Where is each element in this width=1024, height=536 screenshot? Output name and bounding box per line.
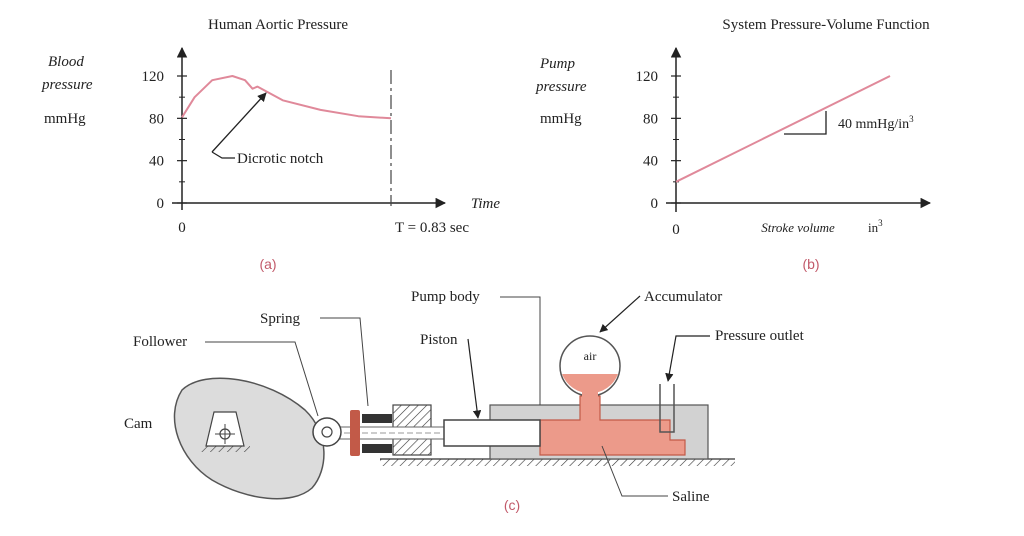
panel-b-ylabel-unit: mmHg — [540, 111, 582, 127]
panel-a-ylabel-2: pressure — [41, 77, 93, 93]
panel-b-x-unit: in3 — [868, 218, 883, 235]
panel-a-ylabel-unit: mmHg — [44, 111, 86, 127]
y-tick-label: 120 — [142, 69, 165, 85]
y-tick-label: 120 — [636, 69, 659, 85]
pressure-volume-line — [675, 75, 891, 183]
accumulator-leader — [599, 295, 641, 333]
spring-coils-top — [362, 414, 392, 423]
y-tick-label: 0 — [651, 196, 659, 212]
slope-triangle — [784, 111, 827, 135]
follower — [312, 417, 342, 447]
cam — [173, 377, 325, 500]
spring-leader — [320, 317, 369, 407]
pressure-outlet-leader — [665, 335, 710, 382]
saline-leader — [601, 445, 668, 497]
cam-label: Cam — [124, 416, 153, 432]
cam-mount-hatch — [200, 446, 250, 452]
panel-c: air Pump body A — [124, 289, 805, 513]
pump-body-label: Pump body — [411, 289, 480, 305]
air-label: air — [584, 349, 597, 363]
y-tick-label: 80 — [149, 111, 164, 127]
y-tick-label: 40 — [643, 154, 658, 170]
panel-b-ylabel-1: Pump — [539, 56, 575, 72]
dicrotic-notch-arrow — [211, 92, 267, 153]
follower-label: Follower — [133, 334, 187, 350]
panel-b-x-label: Stroke volume — [761, 220, 835, 235]
slope-label: 40 mmHg/in3 — [838, 114, 914, 132]
y-tick-label: 80 — [643, 111, 658, 127]
accumulator-label: Accumulator — [644, 289, 722, 305]
panel-a-x-label: Time — [471, 196, 501, 212]
y-tick-label: 0 — [157, 196, 165, 212]
y-tick-label: 40 — [149, 154, 164, 170]
panel-a-ylabel-1: Blood — [48, 54, 84, 70]
accumulator-neck — [582, 392, 598, 406]
panel-b: System Pressure-Volume Function Pump pre… — [535, 17, 932, 272]
panel-b-ylabel-2: pressure — [535, 79, 587, 95]
panel-c-sublabel: (c) — [504, 497, 520, 513]
follower-pin — [321, 426, 333, 438]
pump-body-leader — [500, 296, 541, 405]
spring-coils-bottom — [362, 444, 392, 453]
accumulator-saline — [562, 374, 618, 394]
panel-a-x-origin: 0 — [178, 220, 186, 236]
saline-label: Saline — [672, 489, 710, 505]
spring-plate — [350, 410, 360, 456]
follower-leader — [205, 341, 319, 417]
cam-bearing — [200, 411, 250, 452]
panel-b-sublabel: (b) — [802, 256, 819, 272]
aortic-pressure-curve — [181, 75, 392, 120]
spring-label: Spring — [260, 311, 301, 327]
piston-label: Piston — [420, 332, 458, 348]
dicrotic-notch-label: Dicrotic notch — [237, 151, 324, 167]
panel-b-x-origin: 0 — [672, 222, 680, 238]
ground-hatch — [380, 459, 735, 466]
panel-a: Human Aortic Pressure Blood pressure mmH… — [41, 17, 500, 272]
piston — [443, 419, 541, 447]
pressure-outlet-label: Pressure outlet — [715, 328, 805, 344]
panel-a-title: Human Aortic Pressure — [208, 17, 348, 33]
panel-a-y-ticks: 120 80 40 0 — [142, 69, 187, 212]
saline-chamber — [539, 395, 686, 456]
panel-b-y-ticks: 120 80 40 0 — [636, 69, 681, 212]
dicrotic-notch-leader — [211, 151, 235, 159]
spring — [350, 410, 392, 456]
panel-b-title: System Pressure-Volume Function — [722, 17, 930, 33]
piston-leader — [467, 338, 482, 419]
pressure-outlet-tube — [659, 384, 675, 433]
panel-a-t-label: T = 0.83 sec — [395, 220, 469, 236]
panel-a-sublabel: (a) — [259, 256, 276, 272]
